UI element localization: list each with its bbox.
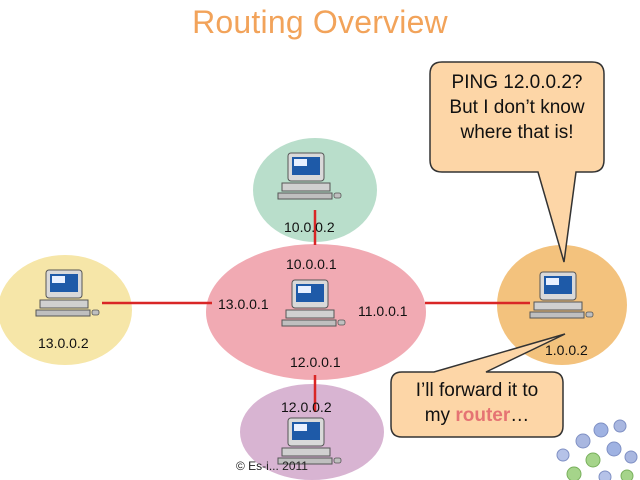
host-right-ip-label: 1.0.0.2: [545, 342, 588, 358]
router-iface-left-label: 13.0.0.1: [218, 296, 269, 312]
forward-callout-text: I’ll forward it to my router…: [393, 378, 561, 428]
forward-callout-line1: I’ll forward it to: [415, 380, 539, 401]
ping-callout-text: PING 12.0.0.2? But I don’t know where th…: [432, 70, 602, 145]
host-bottom-ip-label: 12.0.0.2: [281, 399, 332, 415]
router-iface-bottom-label: 12.0.0.1: [290, 354, 341, 370]
ping-callout-bubble: [429, 61, 605, 263]
forward-callout-prefix: my: [424, 405, 456, 426]
decorative-bubbles: [556, 419, 638, 480]
forward-callout-line2: my router…: [393, 403, 561, 428]
host-top-ip-label: 10.0.0.2: [284, 219, 335, 235]
copyright-footer: © Es-i... 2011: [236, 459, 308, 473]
page-title: Routing Overview: [192, 4, 448, 40]
ping-callout-line3: where that is!: [460, 122, 574, 143]
forward-callout-suffix: …: [510, 405, 530, 426]
forward-callout-router-highlight: router: [455, 405, 511, 426]
ping-callout-line1: PING 12.0.0.2?: [451, 72, 583, 93]
host-left-ip-label: 13.0.0.2: [38, 335, 89, 351]
ping-callout-line2: But I don’t know: [449, 97, 585, 118]
router-iface-top-label: 10.0.0.1: [286, 256, 337, 272]
router-iface-right-label: 11.0.0.1: [358, 303, 408, 319]
forward-callout-bubble: [390, 333, 566, 438]
